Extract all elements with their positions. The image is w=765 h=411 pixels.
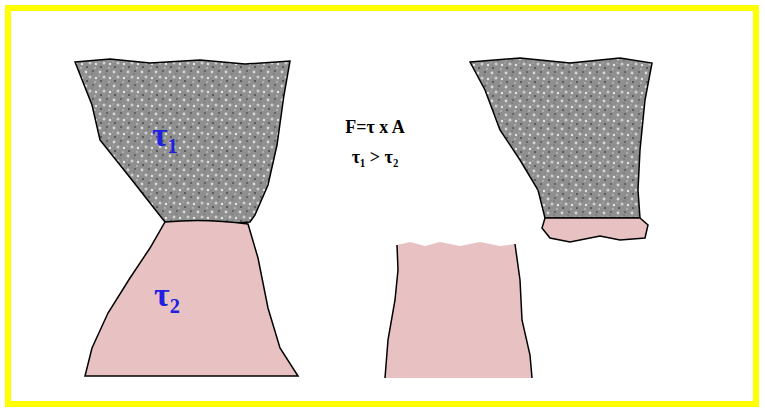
lower-asperity-remaining: [385, 242, 532, 378]
shear-strength-label: τ₁: [152, 118, 178, 152]
lower-asperity-outline: [385, 244, 532, 378]
asperity-shape: [75, 59, 290, 225]
lower-asperity: τ₂: [80, 218, 305, 380]
formula-text: τ₁ > τ₂: [352, 148, 399, 168]
frame-border: [8, 8, 756, 404]
asperity-shape: [85, 220, 298, 376]
formula-text: F=τ x A: [345, 118, 405, 138]
upper-asperity-sheared: [470, 58, 652, 218]
asperity-outline: [70, 55, 305, 227]
upper-asperity: τ₁: [70, 55, 305, 227]
sheared-fragment: [542, 218, 648, 242]
shear-strength-label: τ₂: [154, 278, 180, 312]
asperity-outline: [80, 218, 305, 380]
